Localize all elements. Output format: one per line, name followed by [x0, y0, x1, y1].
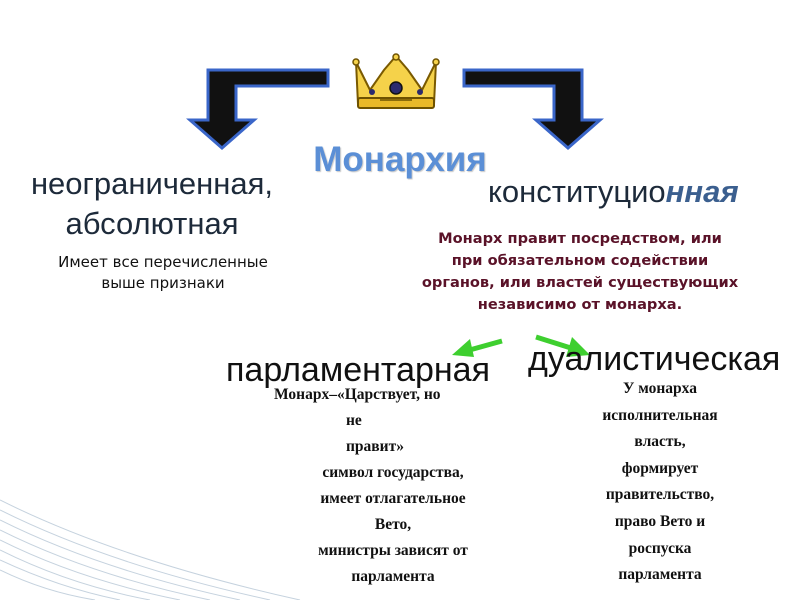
parliamentary-desc-line: правит»: [346, 438, 404, 455]
parliamentary-desc-line: Вето,: [374, 516, 412, 533]
dualistic-description: У монарха исполнительная власть, формиру…: [560, 376, 760, 589]
absolute-heading-line1: неограниченная,: [30, 166, 274, 201]
absolute-monarchy-description: Имеет все перечисленные выше признаки: [8, 252, 318, 294]
crown-icon: [352, 53, 440, 109]
absolute-monarchy-heading: неограниченная, абсолютная: [0, 164, 312, 244]
constitutional-heading-main: конституцио: [488, 174, 666, 209]
down-arrow-left-icon: [186, 68, 330, 150]
parliamentary-description: Монарх–«Царствует, но не правит» символ …: [268, 382, 518, 590]
parliamentary-desc-line: символ государства,: [322, 464, 464, 481]
dualistic-desc-line: формирует: [621, 459, 699, 477]
dualistic-desc-line: право Вето и: [614, 512, 706, 530]
absolute-desc-line2: выше признаки: [101, 274, 225, 292]
parliamentary-desc-line: Монарх–«Царствует, но: [274, 386, 441, 403]
down-arrow-right-icon: [462, 68, 604, 150]
constitutional-desc-line: при обязательном содействии: [451, 252, 709, 269]
page-title: Монархия: [313, 140, 487, 179]
dualistic-desc-line: правительство,: [605, 486, 715, 504]
constitutional-monarchy-heading: конституционная: [488, 174, 739, 210]
constitutional-desc-line: независимо от монарха.: [477, 296, 683, 313]
parliamentary-desc-line: парламента: [351, 568, 435, 585]
dualistic-heading: дуалистическая: [528, 340, 781, 378]
parliamentary-heading: парламентарная: [226, 351, 490, 389]
constitutional-monarchy-description: Монарх правит посредством, или при обяза…: [345, 228, 800, 316]
parliamentary-desc-line: не: [346, 412, 362, 429]
constitutional-desc-line: органов, или властей существующих: [421, 274, 739, 291]
green-arrow-left-icon: [452, 338, 503, 357]
green-arrow-right-icon: [535, 334, 590, 357]
green-arrows: [452, 334, 590, 357]
dualistic-desc-line: исполнительная: [602, 406, 718, 424]
dualistic-desc-line: роспуска: [628, 539, 692, 557]
parliamentary-desc-line: министры зависят от: [318, 542, 468, 559]
dualistic-desc-line: парламента: [618, 566, 702, 584]
absolute-heading-line2: абсолютная: [65, 206, 239, 241]
constitutional-heading-emphasis: нная: [665, 174, 739, 209]
dualistic-desc-line: У монарха: [623, 380, 697, 397]
constitutional-desc-line: Монарх правит посредством, или: [438, 230, 722, 247]
parliamentary-desc-line: имеет отлагательное: [320, 490, 466, 507]
absolute-desc-line1: Имеет все перечисленные: [58, 253, 268, 271]
dualistic-desc-line: власть,: [634, 433, 686, 451]
